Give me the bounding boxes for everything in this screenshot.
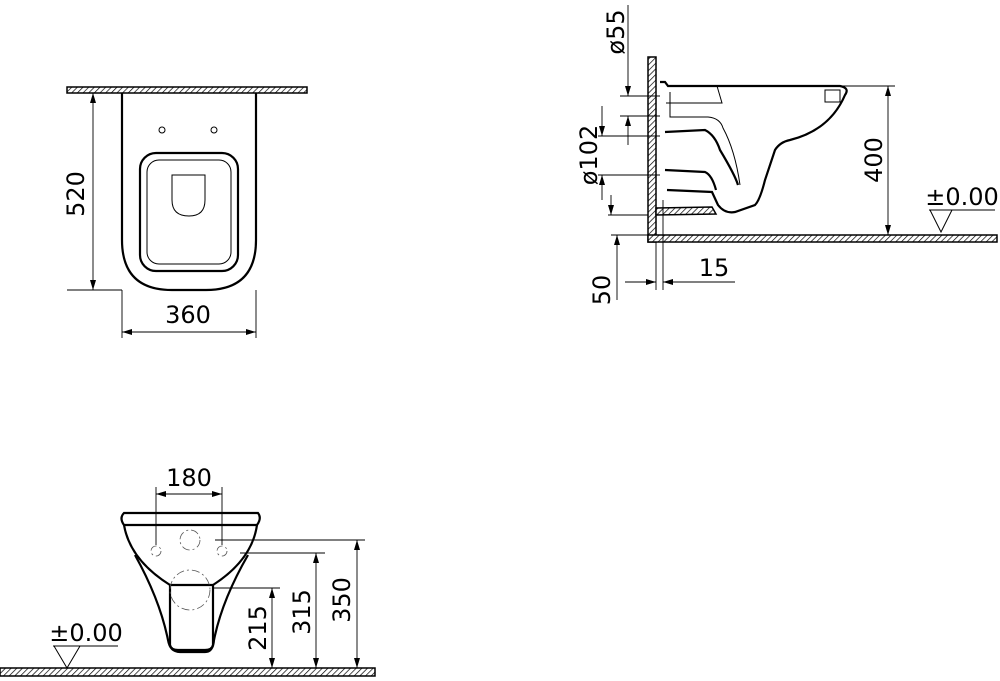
depth-label: 520 [62, 171, 90, 217]
seat-outline [138, 151, 240, 273]
toilet-outline [120, 93, 258, 292]
inlet-pipe [664, 128, 740, 186]
trap-curve [669, 92, 741, 186]
pipe-small-label: ø55 [602, 9, 630, 54]
bowl-opening [171, 174, 206, 217]
outlet-pipe [664, 168, 718, 191]
hole-spacing-label: 180 [166, 464, 212, 492]
rim-detail [666, 85, 723, 104]
outlet-height-label: 215 [244, 605, 272, 651]
bowl-outline [134, 554, 249, 654]
fixing-hole [210, 126, 218, 134]
pipe-large-label: ø102 [575, 125, 603, 186]
width-label: 360 [165, 301, 211, 329]
fixing-hole [158, 126, 166, 134]
wall-section [66, 86, 308, 94]
level-marker-icon [53, 645, 118, 669]
seat-inner [146, 159, 232, 265]
height-label: 400 [860, 137, 888, 183]
fixing-height-label: 315 [288, 589, 316, 635]
floor-offset-label: 50 [588, 275, 616, 306]
outlet-circle [169, 569, 211, 611]
fixing-hole [150, 545, 162, 557]
inlet-height-label: 350 [328, 577, 356, 623]
floor-section [0, 667, 376, 677]
base-section [655, 206, 718, 216]
wall-section [647, 56, 657, 243]
bowl-upper [122, 524, 259, 586]
toilet-profile [660, 80, 848, 214]
inlet-circle [179, 529, 201, 551]
floor-level-label: ±0.00 [925, 183, 999, 211]
rim-section [824, 89, 841, 103]
fixing-hole [216, 545, 228, 557]
front-view: 180 215 315 350 ±0.00 [0, 464, 376, 677]
outlet-neck [168, 583, 215, 652]
floor-section [647, 234, 998, 243]
side-view: 400 ±0.00 ø55 ø102 50 15 [575, 5, 999, 305]
floor-level-label: ±0.00 [49, 619, 123, 647]
top-view: 520 360 [62, 86, 308, 338]
wall-gap-label: 15 [699, 254, 730, 282]
rim-outline [120, 511, 261, 527]
level-marker-icon [929, 209, 995, 234]
